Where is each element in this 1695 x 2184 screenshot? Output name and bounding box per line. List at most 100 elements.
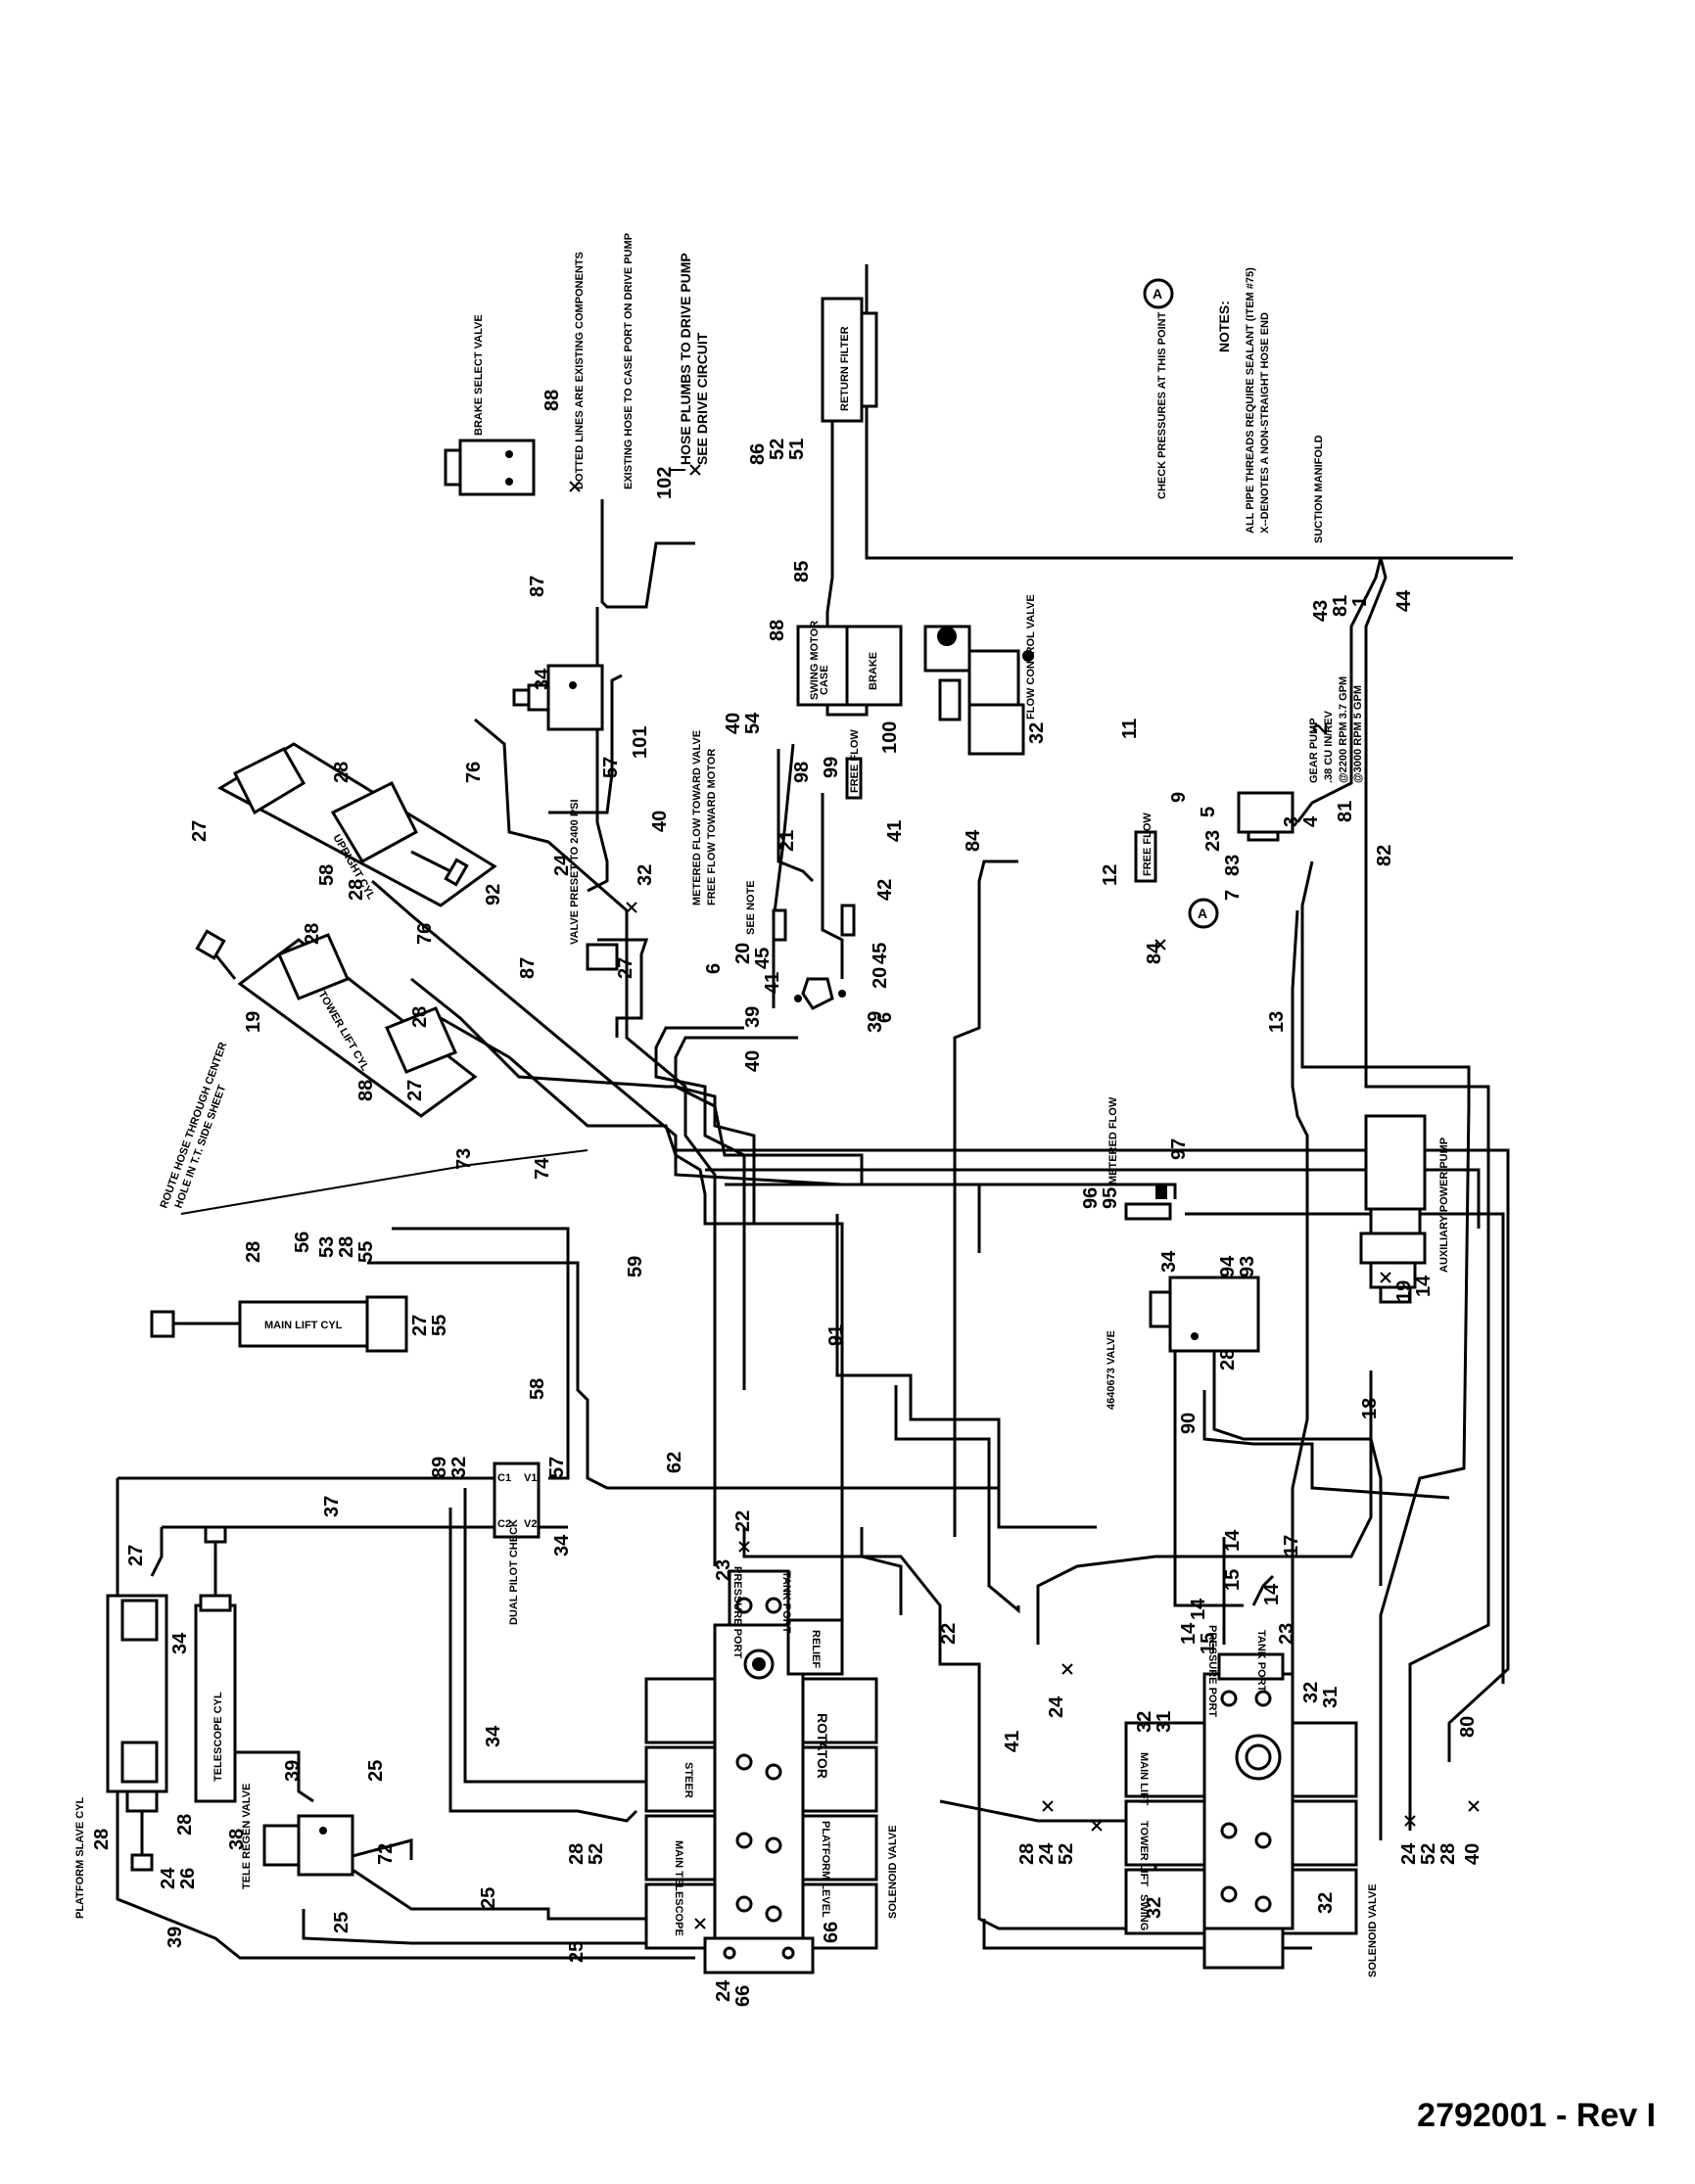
- brake-select-label: BRAKE SELECT VALVE: [473, 314, 485, 436]
- callout-80: 84: [1144, 942, 1165, 964]
- callout-47b: 45: [870, 943, 891, 964]
- callout-91: 91: [825, 1324, 847, 1346]
- callout-49: 44: [1393, 589, 1415, 612]
- callout-88: 88: [355, 1080, 377, 1101]
- callout-63a: 57: [600, 757, 622, 778]
- notes-title: NOTES:: [1216, 301, 1232, 352]
- valve-preset-note: VALVE PRESET TO 2400 PSI: [569, 799, 581, 945]
- case-label: CASE: [819, 665, 830, 695]
- gear-pump: GEAR PUMP .38 CU IN/REV @2200 RPM 3.7 GP…: [1237, 676, 1364, 842]
- pressure-port-label-left: PRESSURE PORT: [731, 1566, 743, 1658]
- see-drive-note: SEE DRIVE CIRCUIT: [694, 332, 710, 465]
- callout-26: 26: [177, 1868, 199, 1889]
- callout-47a: 45: [752, 948, 774, 969]
- callout-78: 83: [1222, 855, 1244, 876]
- callout-30j: 28: [566, 1843, 588, 1865]
- callout-30a: 28: [331, 762, 353, 783]
- relief-label: RELIEF: [810, 1630, 822, 1668]
- brake-valve-block: [512, 664, 604, 731]
- callout-38: 38: [226, 1829, 248, 1850]
- callout-29e: 27: [125, 1545, 147, 1566]
- callout-8: 7: [1222, 890, 1244, 901]
- callout-22a: 22: [732, 1510, 754, 1532]
- annotation-dotted: DOTTED LINES ARE EXISTING COMPONENTS EXI…: [574, 233, 710, 489]
- callout-74b: 81: [1335, 801, 1356, 822]
- callout-36b: 32: [448, 1457, 470, 1478]
- notes-line-1: ALL PIPE THREADS REQUIRE SEALANT (ITEM #…: [1245, 267, 1256, 534]
- telescope-cylinder: TELESCOPE CYL: [194, 1525, 237, 1803]
- callout-98: 98: [791, 762, 813, 783]
- callout-58: 62: [664, 1452, 685, 1473]
- callout-23b: 23: [1276, 1623, 1297, 1645]
- relief-valve-87: VALVE PRESET TO 2400 PSI: [569, 799, 619, 971]
- free-flow-check: FREE FLOW: [1134, 813, 1157, 883]
- check-point-letter-pump: A: [1198, 906, 1207, 921]
- callout-53: 53: [316, 1236, 338, 1258]
- callout-27d: 24: [1036, 1842, 1058, 1865]
- tank-port-label-left: TANK PORT: [780, 1571, 792, 1634]
- callout-28a: 25: [365, 1760, 387, 1782]
- callout-27b: 24: [1046, 1696, 1067, 1718]
- callout-45b: 41: [762, 972, 783, 994]
- callout-54: 54: [742, 712, 764, 734]
- callout-33a: 32: [1026, 722, 1048, 744]
- callout-17: 17: [1281, 1535, 1302, 1557]
- right-solenoid-label: SOLENOID VALVE: [1367, 1883, 1379, 1977]
- callout-28b: 25: [331, 1912, 353, 1933]
- callout-90: 90: [1178, 1413, 1200, 1434]
- free-flow-label: FREE FLOW: [849, 729, 861, 793]
- callout-64b: 66: [732, 1985, 754, 2007]
- steer-label: STEER: [683, 1762, 694, 1798]
- callout-19a: 19: [243, 1011, 264, 1033]
- hose-plumbs-note: HOSE PLUMBS TO DRIVE PUMP: [678, 253, 693, 465]
- drawing-number: 2792001 - Rev I: [1417, 2097, 1656, 2134]
- check-point-symbol: [1143, 278, 1174, 309]
- callout-74a: 81: [1330, 595, 1351, 617]
- callout-5: 5: [1198, 807, 1219, 817]
- callout-4: 4: [1300, 815, 1322, 827]
- callout-6b: 6: [874, 1012, 896, 1023]
- gear-pump-label: GEAR PUMP: [1308, 718, 1320, 783]
- callout-52a: 52: [586, 1843, 607, 1865]
- callout-39b: 34: [1158, 1250, 1180, 1273]
- check-pressure-note: CHECK PRESSURES AT THIS POINT: [1156, 311, 1168, 499]
- metered-flow-label: METERED FLOW: [1107, 1096, 1119, 1185]
- hose-end-markers: [569, 464, 1480, 1929]
- callout-52b: 52: [1056, 1843, 1077, 1865]
- callout-30i: 28: [174, 1814, 196, 1835]
- valve-4640673-label: 4640673 VALVE: [1106, 1330, 1117, 1410]
- free-flow-toward-motor: FREE FLOW TOWARD MOTOR: [706, 749, 718, 906]
- callout-87: 87: [517, 957, 539, 979]
- existing-hose-note: EXISTING HOSE TO CASE PORT ON DRIVE PUMP: [623, 233, 635, 489]
- route-hose-note-1: ROUTE HOSE THROUGH CENTER: [159, 1041, 230, 1210]
- callout-29b: 27: [615, 957, 636, 979]
- platform-slave-cyl-label: PLATFORM SLAVE CYL: [74, 1796, 86, 1919]
- see-note: SEE NOTE: [745, 880, 757, 935]
- callout-numbers: 88 102 87 86 52 51 85 43 81 1 44 2 88 40…: [91, 390, 1483, 2007]
- callout-44: 40: [742, 1050, 764, 1072]
- tower-lift-label: TOWER LIFT: [1138, 1821, 1150, 1886]
- callout-41c: 40: [1462, 1843, 1483, 1865]
- callout-72a: 76: [463, 762, 485, 783]
- callout-86: 88: [541, 390, 563, 411]
- port-c1: C1: [497, 1472, 511, 1484]
- callout-31b: 31: [1320, 1687, 1342, 1708]
- notes-line-2: X--DENOTES A NON-STRAIGHT HOSE END: [1259, 312, 1271, 534]
- callout-31a: 31: [1154, 1711, 1175, 1733]
- callout-67: 72: [375, 1843, 397, 1865]
- callout-89: 89: [429, 1457, 450, 1478]
- callout-29d: 27: [409, 1315, 431, 1336]
- callout-40a: 39: [282, 1760, 304, 1782]
- callout-57: 59: [625, 1256, 646, 1278]
- callout-12: 12: [1100, 864, 1121, 886]
- main-lift-label: MAIN LIFT: [1138, 1752, 1150, 1806]
- callout-63b: 57: [546, 1457, 568, 1478]
- gear-pump-spec-2: @2200 RPM 3.7 GPM: [1338, 676, 1349, 783]
- right-solenoid-valve-bank: MAIN LIFT TOWER LIFT SWING PRESSURE PORT…: [1124, 1625, 1379, 1977]
- swing-motor-label: SWING MOTOR: [809, 621, 821, 700]
- callout-76: 82: [1374, 845, 1395, 866]
- platform-slave-cylinder: PLATFORM SLAVE CYL: [74, 1594, 168, 1919]
- metered-flow-annotation: METERED FLOW TOWARD VALVE FREE FLOW TOWA…: [691, 729, 863, 942]
- callout-30f: 28: [243, 1241, 264, 1263]
- callout-22b: 22: [938, 1623, 960, 1645]
